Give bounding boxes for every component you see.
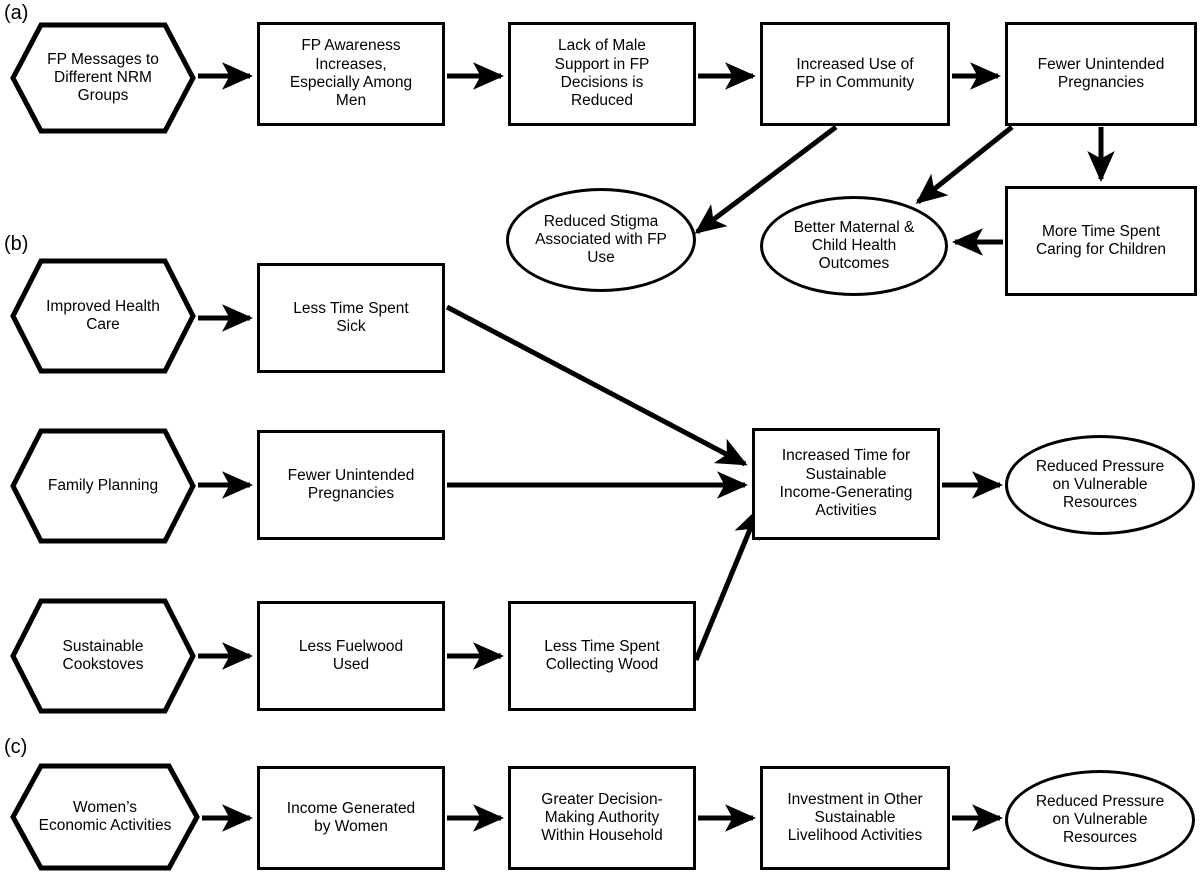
node-investment-other[interactable]: Investment in Other Sustainable Liveliho…	[760, 766, 950, 870]
node-label: Less Fuelwood Used	[298, 637, 404, 673]
node-label: Less Time Spent Sick	[293, 299, 409, 335]
node-reduced-pressure-c[interactable]: Reduced Pressure on Vulnerable Resources	[1005, 770, 1195, 870]
node-better-maternal[interactable]: Better Maternal & Child Health Outcomes	[760, 196, 948, 296]
node-label: Fewer Unintended Pregnancies	[287, 466, 415, 502]
node-label: Reduced Pressure on Vulnerable Resources	[1035, 457, 1165, 512]
node-lack-male-support[interactable]: Lack of Male Support in FP Decisions is …	[508, 22, 696, 126]
node-less-fuelwood[interactable]: Less Fuelwood Used	[257, 601, 445, 711]
node-label: Family Planning	[47, 476, 159, 494]
hexagon-shape	[10, 598, 196, 714]
hexagon-shape	[10, 428, 196, 544]
node-label: Sustainable Cookstoves	[62, 637, 144, 673]
node-label: Women’s Economic Activities	[38, 798, 172, 834]
node-label: More Time Spent Caring for Children	[1035, 222, 1167, 258]
node-greater-decision[interactable]: Greater Decision- Making Authority Withi…	[508, 766, 696, 870]
node-label: Reduced Stigma Associated with FP Use	[535, 212, 667, 267]
node-label: Investment in Other Sustainable Liveliho…	[787, 790, 923, 845]
section-label-b: (b)	[4, 233, 29, 255]
hexagon-shape	[10, 763, 200, 871]
node-label: Reduced Pressure on Vulnerable Resources	[1035, 792, 1165, 847]
node-label: FP Messages to Different NRM Groups	[47, 50, 159, 105]
hexagon-shape	[10, 258, 196, 374]
node-increased-time-income[interactable]: Increased Time for Sustainable Income-Ge…	[752, 428, 940, 540]
node-label: Improved Health Care	[46, 297, 160, 333]
node-reduced-pressure-b[interactable]: Reduced Pressure on Vulnerable Resources	[1005, 435, 1195, 535]
section-label-a: (a)	[4, 2, 29, 24]
node-sustainable-cookstoves[interactable]: Sustainable Cookstoves	[10, 598, 196, 714]
node-less-time-sick[interactable]: Less Time Spent Sick	[257, 263, 445, 373]
node-label: Income Generated by Women	[286, 799, 416, 835]
node-label: Fewer Unintended Pregnancies	[1037, 55, 1165, 91]
node-womens-economic[interactable]: Women’s Economic Activities	[10, 763, 200, 871]
edge-less-time-wood-to-increased-time-income	[693, 507, 761, 661]
node-label: Lack of Male Support in FP Decisions is …	[554, 37, 650, 110]
hexagon-shape	[10, 22, 196, 134]
edge-fewer-pregnancies-a-to-better-maternal	[915, 125, 1014, 204]
node-label: Less Time Spent Collecting Wood	[544, 637, 660, 673]
section-label-c: (c)	[4, 736, 28, 758]
node-family-planning[interactable]: Family Planning	[10, 428, 196, 544]
edge-less-time-sick-to-increased-time-income	[445, 304, 748, 467]
node-improved-health-care[interactable]: Improved Health Care	[10, 258, 196, 374]
node-more-time-children[interactable]: More Time Spent Caring for Children	[1005, 186, 1197, 296]
node-label: Greater Decision- Making Authority Withi…	[541, 790, 663, 845]
node-less-time-wood[interactable]: Less Time Spent Collecting Wood	[508, 601, 696, 711]
node-label: FP Awareness Increases, Especially Among…	[289, 37, 413, 110]
node-fp-messages[interactable]: FP Messages to Different NRM Groups	[10, 22, 196, 134]
node-income-generated[interactable]: Income Generated by Women	[257, 766, 445, 870]
node-reduced-stigma[interactable]: Reduced Stigma Associated with FP Use	[506, 188, 696, 292]
node-fewer-pregnancies-a[interactable]: Fewer Unintended Pregnancies	[1005, 22, 1197, 126]
node-label: Increased Time for Sustainable Income-Ge…	[779, 447, 913, 520]
node-fp-awareness[interactable]: FP Awareness Increases, Especially Among…	[257, 22, 445, 126]
node-increased-use-fp[interactable]: Increased Use of FP in Community	[760, 22, 950, 126]
node-label: Better Maternal & Child Health Outcomes	[793, 218, 915, 273]
node-fewer-pregnancies-b[interactable]: Fewer Unintended Pregnancies	[257, 430, 445, 540]
node-label: Increased Use of FP in Community	[795, 55, 915, 91]
